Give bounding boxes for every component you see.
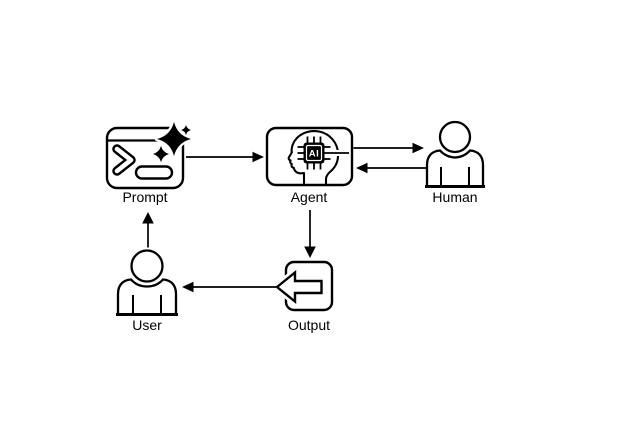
edge-agent-to-output [304,210,316,258]
edge-user-to-prompt [142,212,154,248]
agent-label: Agent [291,189,328,205]
user-label: User [132,317,162,333]
human-label: Human [432,189,477,205]
ai-chip-label: AI [309,149,320,160]
output-label: Output [288,317,330,333]
arrowhead-left [356,162,368,174]
person-icon [425,120,485,188]
arrowhead-right [252,151,264,163]
export-arrow-icon [273,260,334,312]
prompt-label: Prompt [122,189,167,205]
agent-node: AI Agent [265,126,354,205]
edge-output-to-user [182,281,276,293]
output-node: Output [273,260,334,333]
prompt-node: Prompt [105,119,194,205]
edge-prompt-to-agent [186,151,264,163]
terminal-sparkle-icon [105,119,194,190]
arrowhead-up [142,212,154,224]
edge-agent-to-human [353,142,424,154]
person-icon [116,249,178,316]
arrowhead-right [412,142,424,154]
human-node: Human [425,120,485,205]
sparkle-icon [151,119,194,164]
edge-human-to-agent [356,162,427,174]
head-ai-chip-icon: AI [265,126,354,187]
user-node: User [116,249,178,333]
arrowhead-left [182,281,194,293]
arrowhead-down [304,246,316,258]
chip-pins [297,136,331,170]
